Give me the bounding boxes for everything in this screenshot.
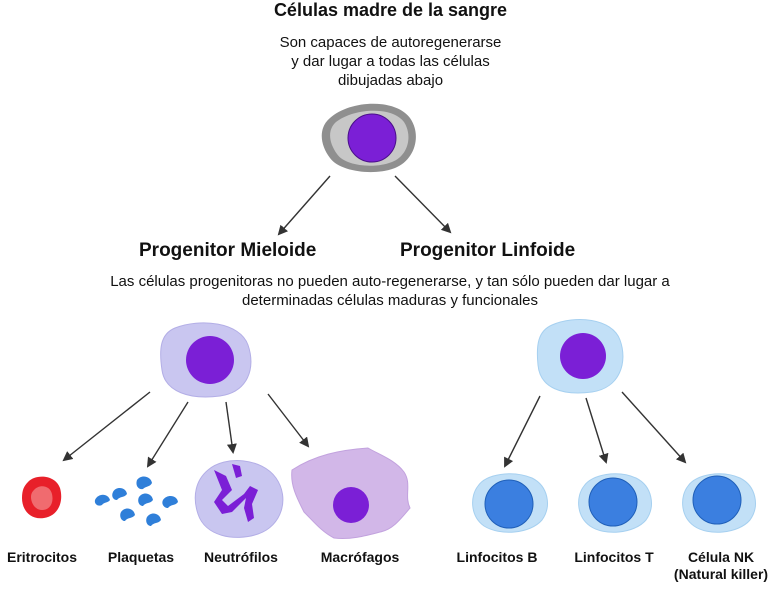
label-linfocitos-t: Linfocitos T [574, 549, 654, 565]
label-celula-nk-note: (Natural killer) [673, 566, 769, 582]
label-celula-nk-name: Célula NK [687, 549, 755, 565]
nk-cell [682, 473, 756, 533]
label-macrofagos: Macrófagos [320, 549, 400, 565]
label-neutrofilos: Neutrófilos [204, 549, 278, 565]
lymphoid-progenitor-cell [536, 319, 624, 394]
myeloid-progenitor-cell [160, 322, 252, 398]
platelets [94, 476, 178, 526]
macrophage-cell [291, 447, 411, 539]
stem-description-line: dibujadas abajo [337, 72, 444, 89]
myeloid-heading: Progenitor Mieloide [139, 240, 317, 261]
arrow-stem-to-lymphoid [394, 175, 452, 234]
lymphocyte-t-cell [578, 473, 652, 533]
stem-description-line: y dar lugar a todas las células [291, 53, 490, 70]
stem-description-line: Son capaces de autoregenerarse [279, 34, 502, 51]
neutrophil-cell [194, 460, 284, 538]
arrow-to-plaquetas [146, 401, 189, 468]
arrow-to-neutrofilos [225, 401, 237, 454]
lymphocyte-b-cell [472, 473, 548, 533]
stem-cell [321, 103, 416, 173]
arrow-to-celula-nk [621, 391, 687, 464]
arrow-to-linfocitos-b [504, 395, 541, 468]
progenitor-description-line: determinadas células maduras y funcional… [242, 292, 538, 309]
label-celula-nk: Célula NK (Natural killer) [661, 549, 781, 583]
progenitor-description-line: Las células progenitoras no pueden auto-… [110, 273, 670, 290]
label-plaquetas: Plaquetas [107, 549, 175, 565]
arrow-stem-to-myeloid [277, 175, 331, 236]
arrow-to-macrofagos [267, 393, 310, 448]
label-linfocitos-b: Linfocitos B [456, 549, 538, 565]
lymphoid-heading: Progenitor Linfoide [400, 240, 576, 261]
erythrocyte-cell [22, 476, 62, 519]
stem-description: Son capaces de autoregenerarse y dar lug… [180, 33, 601, 90]
arrow-to-linfocitos-t [585, 397, 609, 464]
arrow-to-eritrocitos [62, 391, 151, 462]
progenitor-description: Las células progenitoras no pueden auto-… [60, 272, 720, 310]
label-eritrocitos: Eritrocitos [6, 549, 77, 565]
diagram-title: Células madre de la sangre [273, 0, 508, 20]
